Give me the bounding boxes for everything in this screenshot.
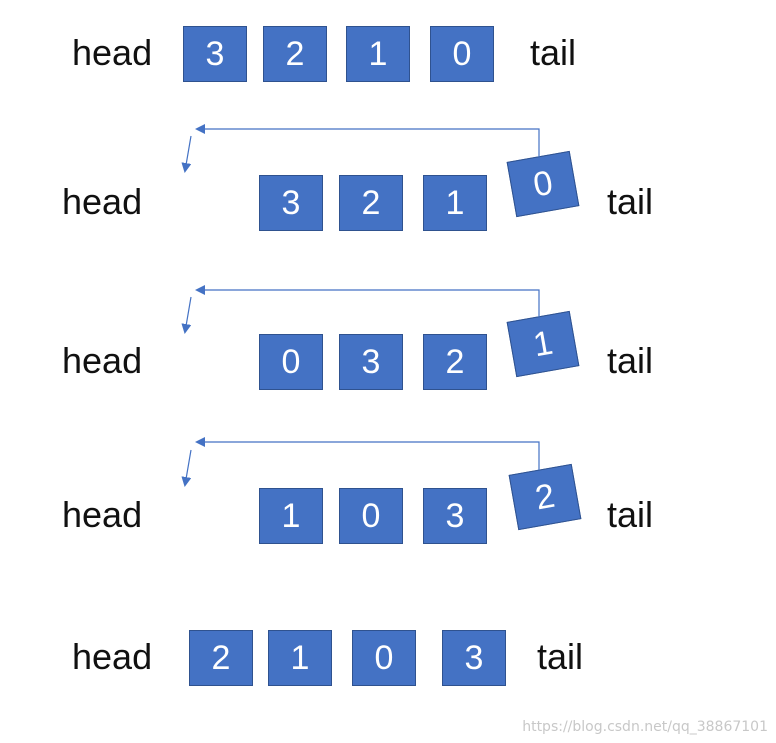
queue-element: 2 bbox=[339, 175, 403, 231]
queue-element: 3 bbox=[442, 630, 506, 686]
queue-element: 1 bbox=[346, 26, 410, 82]
queue-element: 3 bbox=[339, 334, 403, 390]
queue-element: 2 bbox=[189, 630, 253, 686]
move-arrow bbox=[181, 285, 540, 334]
queue-element: 2 bbox=[423, 334, 487, 390]
head-label: head bbox=[62, 181, 143, 222]
head-label: head bbox=[62, 494, 143, 535]
queue-element: 1 bbox=[268, 630, 332, 686]
queue-element: 1 bbox=[423, 175, 487, 231]
queue-element: 3 bbox=[423, 488, 487, 544]
head-label: head bbox=[72, 636, 153, 677]
head-label: head bbox=[72, 32, 153, 73]
move-arrow bbox=[181, 124, 540, 173]
tail-label: tail bbox=[607, 181, 654, 222]
queue-element: 1 bbox=[259, 488, 323, 544]
queue-element: 0 bbox=[430, 26, 494, 82]
queue-element: 0 bbox=[259, 334, 323, 390]
tail-label: tail bbox=[537, 636, 584, 677]
tail-label: tail bbox=[607, 494, 654, 535]
move-arrow bbox=[181, 437, 540, 487]
queue-element: 3 bbox=[259, 175, 323, 231]
queue-element: 0 bbox=[352, 630, 416, 686]
tail-label: tail bbox=[607, 340, 654, 381]
watermark: https://blog.csdn.net/qq_38867101 bbox=[522, 719, 768, 735]
queue-element: 3 bbox=[183, 26, 247, 82]
head-label: head bbox=[62, 340, 143, 381]
queue-element: 0 bbox=[339, 488, 403, 544]
queue-element: 2 bbox=[263, 26, 327, 82]
tail-label: tail bbox=[530, 32, 577, 73]
